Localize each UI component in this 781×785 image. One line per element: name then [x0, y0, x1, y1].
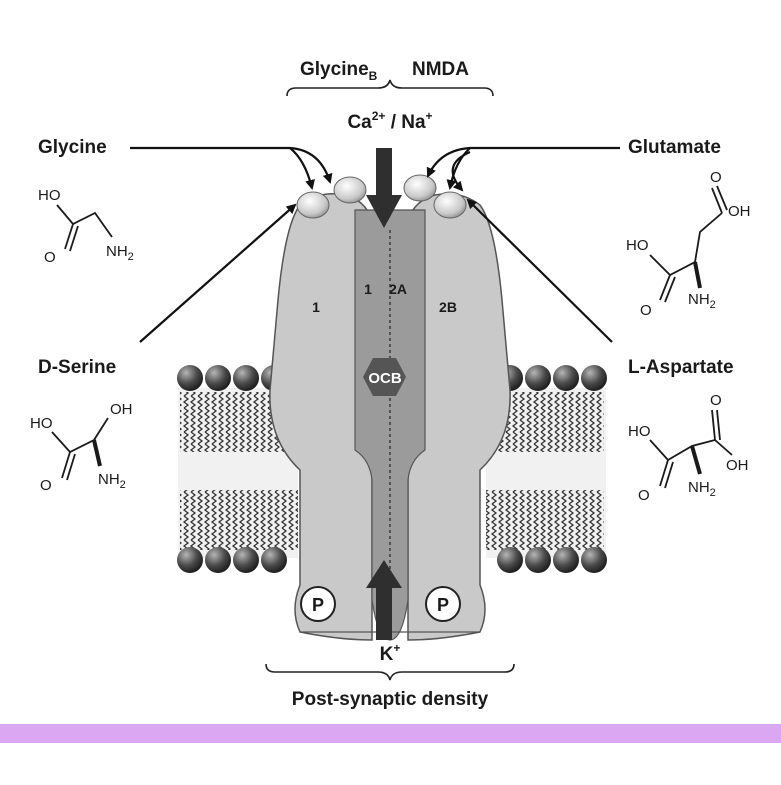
footer-accent-bar	[0, 724, 781, 743]
k-label: K+	[380, 641, 401, 665]
l-aspartate-o-top: O	[710, 392, 722, 409]
glutamate-structure	[649, 185, 728, 303]
subunit-2b-label: 2B	[439, 299, 457, 315]
subunit-2a-label: 2A	[389, 281, 407, 297]
k-efflux-arrow	[366, 560, 402, 640]
d-serine-ho: HO	[30, 415, 53, 432]
ca-na-influx-arrow	[366, 148, 402, 228]
binding-sites	[296, 174, 467, 219]
glycine-ho: HO	[38, 187, 61, 204]
membrane-right	[486, 365, 607, 573]
glycine-ligand-label: Glycine	[38, 137, 107, 158]
glutamate-oh: OH	[728, 203, 751, 220]
phosphate-right: P	[425, 586, 461, 622]
d-serine-ligand-label: D-Serine	[38, 357, 116, 378]
ligand-arrows	[130, 146, 620, 343]
glutamate-o-top: O	[710, 169, 722, 186]
l-aspartate-ho: HO	[628, 423, 651, 440]
glutamate-ligand-label: Glutamate	[628, 137, 721, 158]
ca-na-label: Ca2+ / Na+	[347, 109, 432, 133]
subunit-1-label: 1	[312, 299, 320, 315]
phosphate-right-label: P	[437, 595, 449, 615]
nmda-label: NMDA	[412, 59, 469, 80]
ocb-label: OCB	[368, 370, 402, 387]
bottom-brace	[265, 663, 515, 681]
phosphate-left: P	[300, 586, 336, 622]
subunit-1-inner-label: 1	[364, 281, 372, 297]
glutamate-o: O	[640, 302, 652, 319]
glycine-structure	[56, 204, 113, 252]
glycine-nh2: NH2	[106, 243, 134, 263]
ocb-blocker: OCB	[363, 358, 406, 396]
top-brace	[286, 79, 494, 97]
glutamate-ho: HO	[626, 237, 649, 254]
phosphate-left-label: P	[312, 595, 324, 615]
d-serine-o: O	[40, 477, 52, 494]
d-serine-nh2: NH2	[98, 471, 126, 491]
post-synaptic-density-label: Post-synaptic density	[292, 689, 489, 710]
glycine-o: O	[44, 249, 56, 266]
l-aspartate-o: O	[638, 487, 650, 504]
d-serine-structure	[51, 417, 109, 481]
d-serine-oh: OH	[110, 401, 133, 418]
receptor-body	[269, 193, 511, 641]
l-aspartate-oh: OH	[726, 457, 749, 474]
glycine-b-label: GlycineB	[300, 59, 378, 83]
l-aspartate-structure	[649, 409, 733, 489]
glutamate-nh2: NH2	[688, 291, 716, 311]
l-aspartate-ligand-label: L-Aspartate	[628, 357, 734, 378]
l-aspartate-nh2: NH2	[688, 479, 716, 499]
